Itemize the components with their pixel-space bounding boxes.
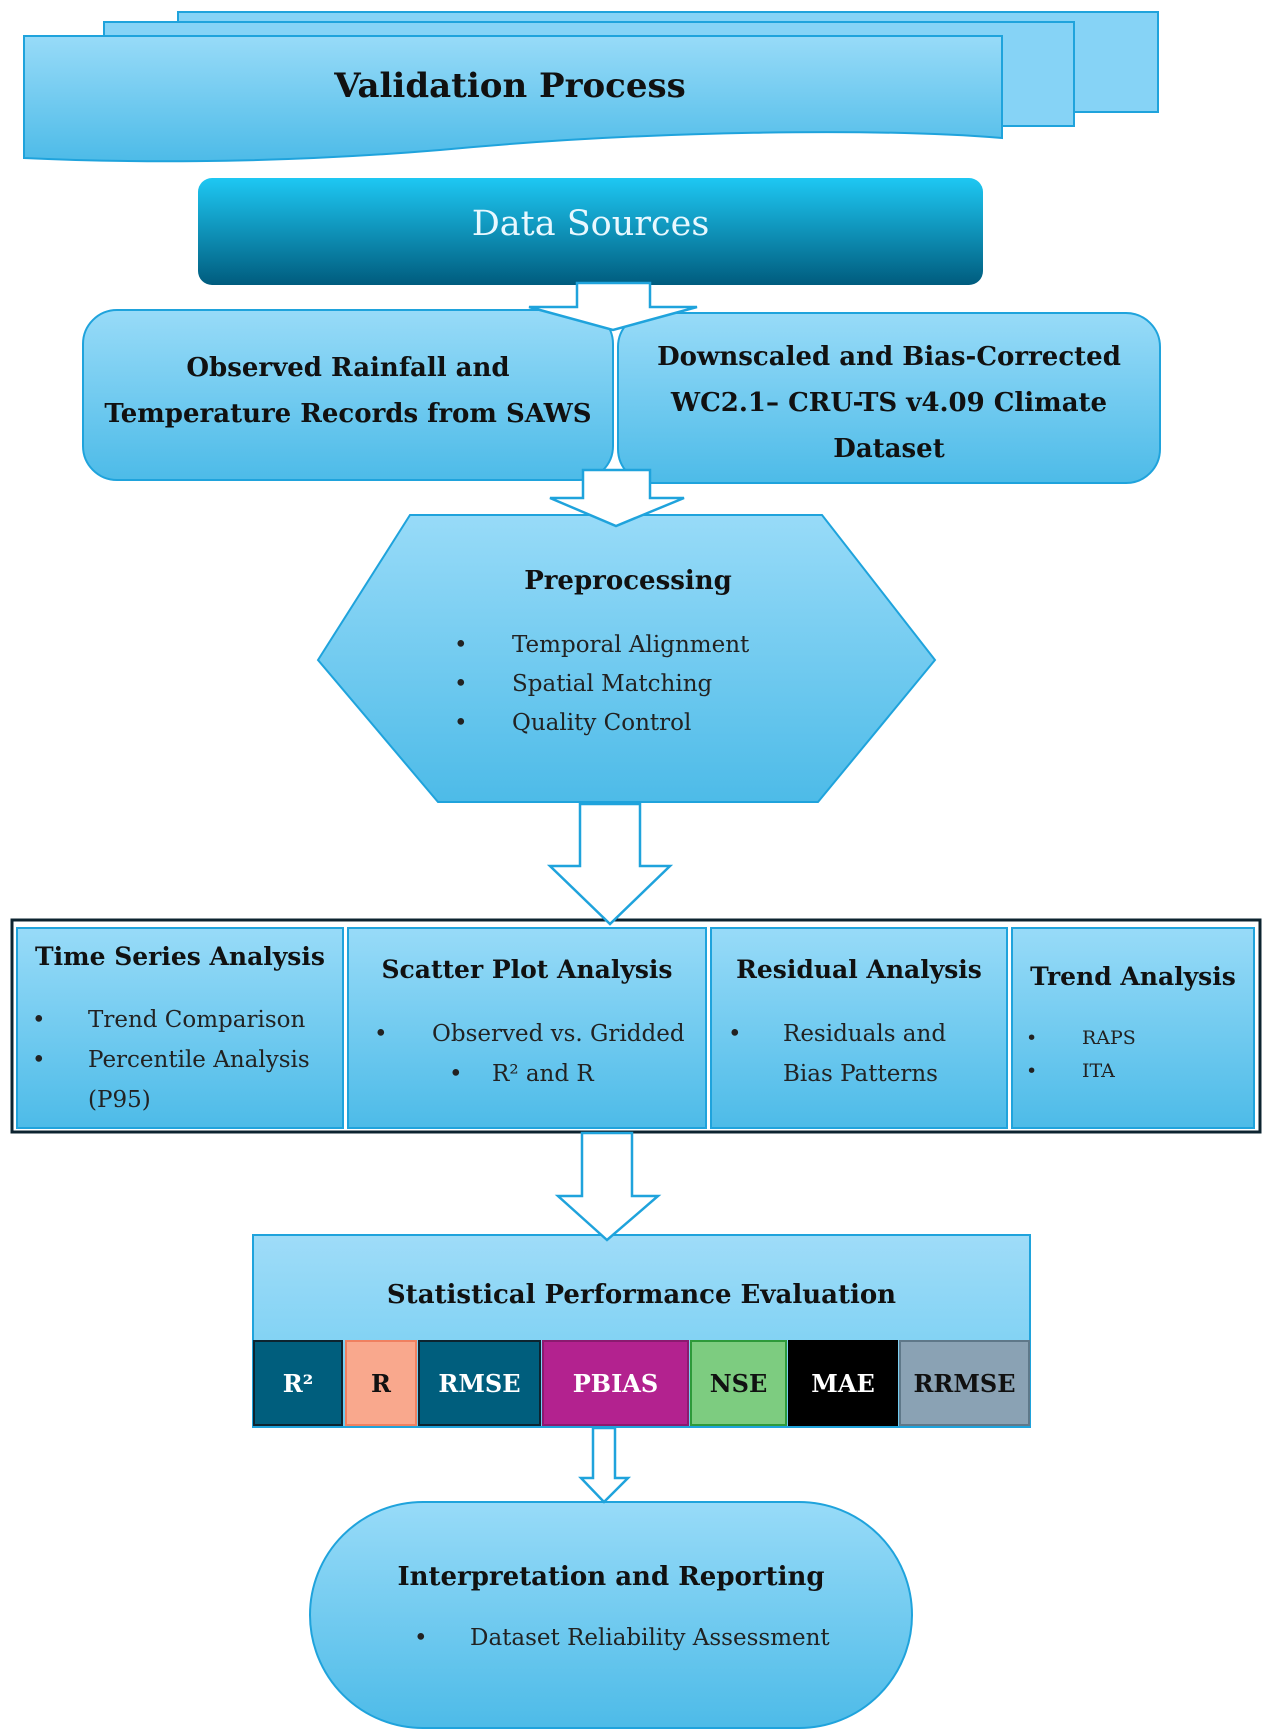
analysis-item: •Percentile Analysis (P95) (32, 1040, 318, 1120)
metric-label: RRMSE (913, 1368, 1016, 1398)
data-sources-label: Data Sources (471, 204, 710, 244)
bullet-icon: • (454, 632, 468, 658)
analysis-list-trend: •RAPS •ITA (1026, 1022, 1136, 1088)
analysis-panel-3 (710, 927, 1008, 1129)
preprocessing-item: •Spatial Matching (454, 665, 749, 704)
analysis-item: •R² and R (374, 1054, 685, 1094)
bullet-icon: • (728, 1021, 742, 1047)
metric-r: R (345, 1340, 417, 1426)
metric-label: RMSE (438, 1368, 521, 1398)
source-left-box (82, 309, 614, 481)
preprocessing-item: •Quality Control (454, 704, 749, 743)
analysis-panel-1 (16, 927, 344, 1129)
arrow-analysis (546, 802, 674, 926)
source-right-box (617, 312, 1161, 484)
analysis-title-scatter: Scatter Plot Analysis (381, 955, 673, 984)
bullet-icon: • (374, 1021, 388, 1047)
analysis-list-scatter: •Observed vs. Gridded •R² and R (374, 1014, 685, 1094)
bullet-icon: • (449, 1061, 463, 1087)
analysis-item: •ITA (1026, 1055, 1136, 1088)
data-sources-box (198, 178, 983, 285)
analysis-title-trend: Trend Analysis (1030, 962, 1236, 991)
arrow-evaluation (554, 1131, 662, 1242)
source-left-label: Observed Rainfall and Temperature Record… (104, 353, 592, 429)
preprocessing-list: •Temporal Alignment •Spatial Matching •Q… (454, 626, 749, 743)
reporting-list: •Dataset Reliability Assessment (414, 1618, 830, 1658)
reporting-box (309, 1501, 913, 1729)
analysis-panel-2 (347, 927, 707, 1129)
bullet-icon: • (32, 1007, 46, 1033)
metric-label: PBIAS (572, 1368, 659, 1398)
bullet-icon: • (454, 671, 468, 697)
metric-label: MAE (811, 1368, 875, 1398)
analysis-list-residual: •Residuals and Bias Patterns (728, 1014, 968, 1094)
bullet-icon: • (414, 1625, 428, 1651)
analysis-panel-4 (1011, 927, 1255, 1129)
reporting-item: •Dataset Reliability Assessment (414, 1618, 830, 1658)
metric-label: R² (282, 1368, 314, 1398)
preprocessing-hexagon (316, 514, 937, 803)
analysis-item: •Residuals and Bias Patterns (728, 1014, 968, 1094)
metric-r2: R² (253, 1340, 343, 1426)
bullet-icon: • (1026, 1060, 1038, 1082)
metric-label: NSE (709, 1368, 768, 1398)
evaluation-title: Statistical Performance Evaluation (386, 1280, 897, 1310)
arrow-sources (528, 281, 698, 332)
analysis-title-time-series: Time Series Analysis (35, 942, 325, 971)
analysis-item: •RAPS (1026, 1022, 1136, 1055)
metric-pbias: PBIAS (542, 1340, 689, 1426)
metric-rrmse: RRMSE (899, 1340, 1030, 1426)
source-right-label: Downscaled and Bias-Corrected WC2.1– CRU… (657, 342, 1121, 464)
bullet-icon: • (454, 710, 468, 736)
analysis-list-time-series: •Trend Comparison •Percentile Analysis (… (32, 1000, 332, 1120)
reporting-title: Interpretation and Reporting (397, 1562, 825, 1592)
arrow-reporting (578, 1426, 632, 1504)
analysis-item: •Observed vs. Gridded (374, 1014, 685, 1054)
preprocessing-item: •Temporal Alignment (454, 626, 749, 665)
analysis-item: •Trend Comparison (32, 1000, 332, 1040)
analysis-title-residual: Residual Analysis (736, 955, 982, 984)
bullet-icon: • (1026, 1027, 1038, 1049)
bullet-icon: • (32, 1047, 46, 1073)
metric-label: R (371, 1368, 391, 1398)
metric-nse: NSE (690, 1340, 787, 1426)
preprocessing-title: Preprocessing (524, 566, 732, 596)
metric-rmse: RMSE (418, 1340, 541, 1426)
title-banner-shape (23, 35, 1003, 163)
page-title: Validation Process (334, 66, 686, 106)
arrow-preprocessing (549, 468, 685, 528)
metric-mae: MAE (788, 1340, 898, 1426)
